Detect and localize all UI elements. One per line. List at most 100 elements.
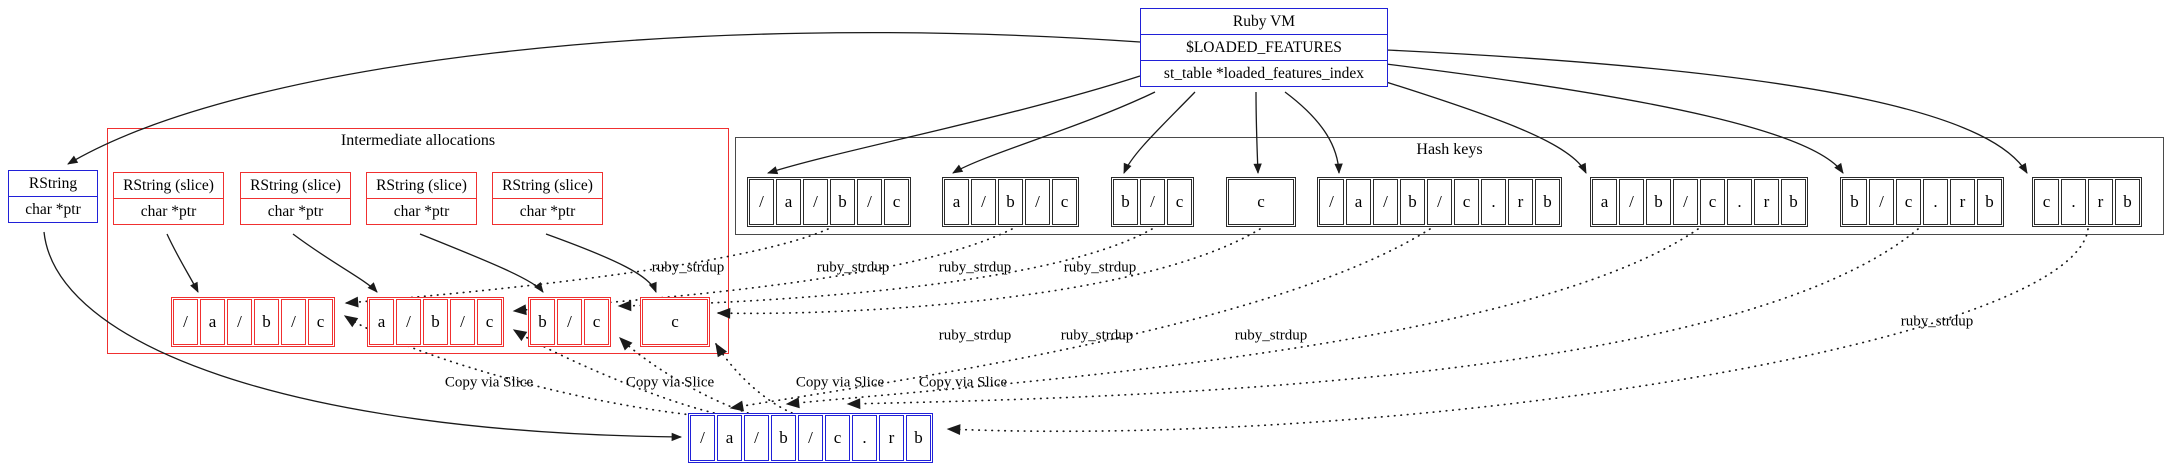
char-cell: r <box>1508 179 1533 225</box>
char-cell: c <box>1167 179 1192 225</box>
edge-slice4-to-record4 <box>545 233 657 293</box>
hash-key-record-2: a/b/c <box>942 177 1079 227</box>
edge-strdup-hash8 <box>946 228 2089 435</box>
char-cell: / <box>450 299 475 345</box>
char-cell: b <box>771 415 796 461</box>
char-cell: a <box>369 299 394 345</box>
char-cell: b <box>1842 179 1867 225</box>
edge-label-ruby-strdup-4: ruby_strdup <box>1063 259 1137 276</box>
char-cell: a <box>717 415 742 461</box>
edge-slice1-to-record1 <box>166 233 199 293</box>
char-cell: . <box>852 415 877 461</box>
edge-rstring-to-feature <box>43 231 683 442</box>
char-cell: c <box>1896 179 1921 225</box>
edge-label-ruby-strdup-2: ruby_strdup <box>816 259 890 276</box>
char-cell: . <box>1481 179 1506 225</box>
char-cell: r <box>1950 179 1975 225</box>
hash-key-record-4: c <box>1226 177 1296 227</box>
char-cell: / <box>1025 179 1050 225</box>
edge-strdup-hash1 <box>344 228 829 308</box>
char-cell: / <box>1140 179 1165 225</box>
edge-strdup-hash7 <box>846 228 1919 410</box>
char-cell: a <box>1592 179 1617 225</box>
hash-key-record-3: b/c <box>1111 177 1194 227</box>
edge-vm-to-hashkey-3 <box>1123 91 1196 174</box>
char-cell: b <box>1646 179 1671 225</box>
char-cell: / <box>1673 179 1698 225</box>
edge-label-ruby-strdup-8: ruby_strdup <box>1900 313 1974 330</box>
edge-slicecopy-3 <box>619 337 749 414</box>
char-cell: r <box>879 415 904 461</box>
char-cell: / <box>690 415 715 461</box>
char-cell: a <box>1346 179 1371 225</box>
edge-vm-to-hashkey-6 <box>1385 81 1587 174</box>
char-cell: c <box>2034 179 2059 225</box>
edge-slicecopy-4 <box>715 342 793 414</box>
hash-keys-label: Hash keys <box>1416 141 1483 158</box>
char-cell: b <box>998 179 1023 225</box>
char-cell: b <box>530 299 555 345</box>
slice-record-2: a/b/c <box>367 297 504 347</box>
edge-slice2-to-record2 <box>292 233 378 293</box>
slice-title: RString (slice) <box>376 177 467 194</box>
edge-vm-to-hashkey-1 <box>767 75 1141 175</box>
char-cell: c <box>642 299 708 345</box>
char-cell: b <box>254 299 279 345</box>
hash-key-record-1: /a/b/c <box>747 177 911 227</box>
slice-record-3: b/c <box>528 297 611 347</box>
char-cell: c <box>825 415 850 461</box>
char-cell: b <box>2115 179 2140 225</box>
char-cell: r <box>1754 179 1779 225</box>
edge-label-copy-via-slice-2: Copy via Slice <box>625 374 715 391</box>
char-cell: a <box>944 179 969 225</box>
edge-label-copy-via-slice-3: Copy via Slice <box>795 374 885 391</box>
char-cell: b <box>1400 179 1425 225</box>
edge-label-ruby-strdup-5: ruby_strdup <box>938 327 1012 344</box>
char-cell: b <box>830 179 855 225</box>
char-cell: c <box>1454 179 1479 225</box>
char-cell: r <box>2088 179 2113 225</box>
edge-label-ruby-strdup-7: ruby_strdup <box>1234 327 1308 344</box>
slice-ptr-field: char *ptr <box>367 198 476 224</box>
char-cell: a <box>200 299 225 345</box>
char-cell: c <box>584 299 609 345</box>
char-cell: / <box>557 299 582 345</box>
edge-vm-to-hashkey-8 <box>1385 49 2028 174</box>
char-cell: c <box>884 179 909 225</box>
edge-strdup-hash5 <box>729 228 1431 412</box>
char-cell: / <box>744 415 769 461</box>
slice-title: RString (slice) <box>123 177 214 194</box>
char-cell: b <box>906 415 931 461</box>
char-cell: a <box>776 179 801 225</box>
char-cell: / <box>857 179 882 225</box>
ruby-vm-node: Ruby VM $LOADED_FEATURES st_table *loade… <box>1140 8 1388 87</box>
slice-ptr-field: char *ptr <box>493 198 602 224</box>
rstring-slice-node-2: RString (slice) char *ptr <box>240 172 351 225</box>
loaded-features-index-field: st_table *loaded_features_index <box>1141 60 1387 86</box>
char-cell: c <box>1052 179 1077 225</box>
slice-record-1: /a/b/c <box>171 297 335 347</box>
edge-strdup-hash2 <box>512 228 1013 316</box>
char-cell: c <box>1700 179 1725 225</box>
rstring-slice-node-1: RString (slice) char *ptr <box>113 172 224 225</box>
rstring-title: RString <box>28 175 78 192</box>
char-cell: b <box>1113 179 1138 225</box>
char-cell: / <box>749 179 774 225</box>
char-cell: / <box>971 179 996 225</box>
edge-slicecopy-2 <box>512 329 715 414</box>
char-cell: / <box>1619 179 1644 225</box>
char-cell: c <box>308 299 333 345</box>
edge-slice3-to-record3 <box>419 233 544 293</box>
char-cell: . <box>1923 179 1948 225</box>
rstring-ptr-field: char *ptr <box>9 196 97 222</box>
char-cell: / <box>396 299 421 345</box>
edge-label-copy-via-slice-1: Copy via Slice <box>444 374 534 391</box>
edge-label-ruby-strdup-3: ruby_strdup <box>938 259 1012 276</box>
slice-record-4: c <box>640 297 710 347</box>
